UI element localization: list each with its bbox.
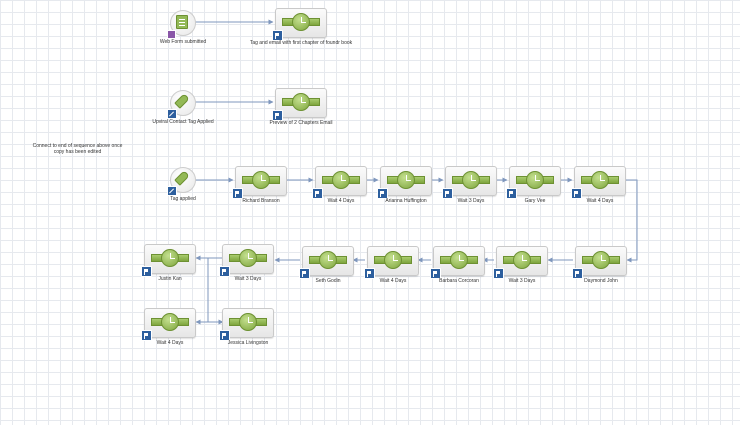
step-label: Barbara Corcoran [439,278,479,284]
flag-icon [572,268,583,279]
tag-badge-icon [167,186,177,196]
step-label: Wait 3 Days [508,278,536,284]
sequence-step-icon [309,251,347,269]
step-justin-kan[interactable]: Justin Kan [141,244,196,282]
sequence-step-icon [151,313,189,331]
trigger-label: Tag applied [170,196,196,202]
step-daymond-john[interactable]: Daymond John [572,246,627,284]
step-label: Arianna Huffington [385,198,427,204]
sequence-step-icon [282,13,320,31]
flag-icon [364,268,375,279]
step-wait-4-days-1[interactable]: Wait 4 Days [312,166,367,204]
connector-branch-to-wait[interactable] [195,258,209,325]
step-label: Tag and email with first chapter of foun… [249,40,353,46]
sequence-step-icon [581,171,619,189]
step-label: Wait 3 Days [234,276,262,282]
step-gary-vee[interactable]: Gary Vee [506,166,561,204]
flag-icon [272,110,283,121]
step-barbara-corcoran[interactable]: Barbara Corcoran [430,246,485,284]
step-label: Gary Vee [524,198,546,204]
web-form-icon [176,15,188,29]
flag-icon [442,188,453,199]
flag-icon [571,188,582,199]
trigger-label: Web Form submitted [159,39,207,45]
flag-icon [272,30,283,41]
flag-icon [506,188,517,199]
step-wait-3-days-2[interactable]: Wait 3 Days [493,246,548,284]
step-label: Wait 4 Days [327,198,355,204]
flag-icon [312,188,323,199]
step-label: Richard Branson [242,198,280,204]
step-wait-4-days-4[interactable]: Wait 4 Days [141,308,196,346]
flag-icon [141,330,152,341]
flag-icon [377,188,388,199]
web-form-trigger[interactable]: Web Form submitted [160,10,206,45]
flag-icon [141,266,152,277]
flag-icon [430,268,441,279]
form-badge-icon [167,30,176,39]
step-preview-email[interactable]: Preview of 2 Chapters Email [269,88,333,126]
step-label: Seth Godin [315,278,341,284]
sequence-step-icon [322,171,360,189]
step-label: Wait 3 Days [457,198,485,204]
sequence-step-icon [440,251,478,269]
step-label: Wait 4 Days [586,198,614,204]
step-wait-3-days-1[interactable]: Wait 3 Days [442,166,497,204]
step-wait-4-days-2[interactable]: Wait 4 Days [571,166,626,204]
sequence-step-icon [229,249,267,267]
trigger-label: Upviral Contact Tag Applied [152,119,214,125]
connector-wait-to-daymond[interactable] [625,179,638,263]
sequence-step-icon [452,171,490,189]
step-label: Justin Kan [158,276,182,282]
step-label: Preview of 2 Chapters Email [269,120,333,126]
step-wait-4-days-3[interactable]: Wait 4 Days [364,246,419,284]
sequence-step-icon [282,93,320,111]
flag-icon [232,188,243,199]
sequence-step-icon [151,249,189,267]
sequence-step-icon [387,171,425,189]
flag-icon [493,268,504,279]
step-label: Wait 4 Days [156,340,184,346]
tag-badge-icon [167,109,177,119]
flag-icon [219,266,230,277]
sequence-step-icon [374,251,412,269]
step-tag-email-first-chapter[interactable]: Tag and email with first chapter of foun… [250,8,352,46]
step-jessica-livingston[interactable]: Jessica Livingston [219,308,274,346]
sequence-step-icon [516,171,554,189]
step-seth-godin[interactable]: Seth Godin [299,246,354,284]
flag-icon [219,330,230,341]
sequence-step-icon [229,313,267,331]
tag-applied-trigger[interactable]: Tag applied [167,167,196,202]
sequence-step-icon [582,251,620,269]
step-label: Wait 4 Days [379,278,407,284]
flag-icon [299,268,310,279]
canvas-note: Connect to end of sequence above once co… [32,143,123,155]
step-label: Daymond John [584,278,618,284]
step-richard-branson[interactable]: Richard Branson [232,166,287,204]
sequence-step-icon [503,251,541,269]
step-label: Jessica Livingston [227,340,269,346]
step-arianna-huffington[interactable]: Arianna Huffington [377,166,432,204]
step-wait-3-days-3[interactable]: Wait 3 Days [219,244,274,282]
upviral-tag-trigger[interactable]: Upviral Contact Tag Applied [152,90,214,125]
sequence-step-icon [242,171,280,189]
